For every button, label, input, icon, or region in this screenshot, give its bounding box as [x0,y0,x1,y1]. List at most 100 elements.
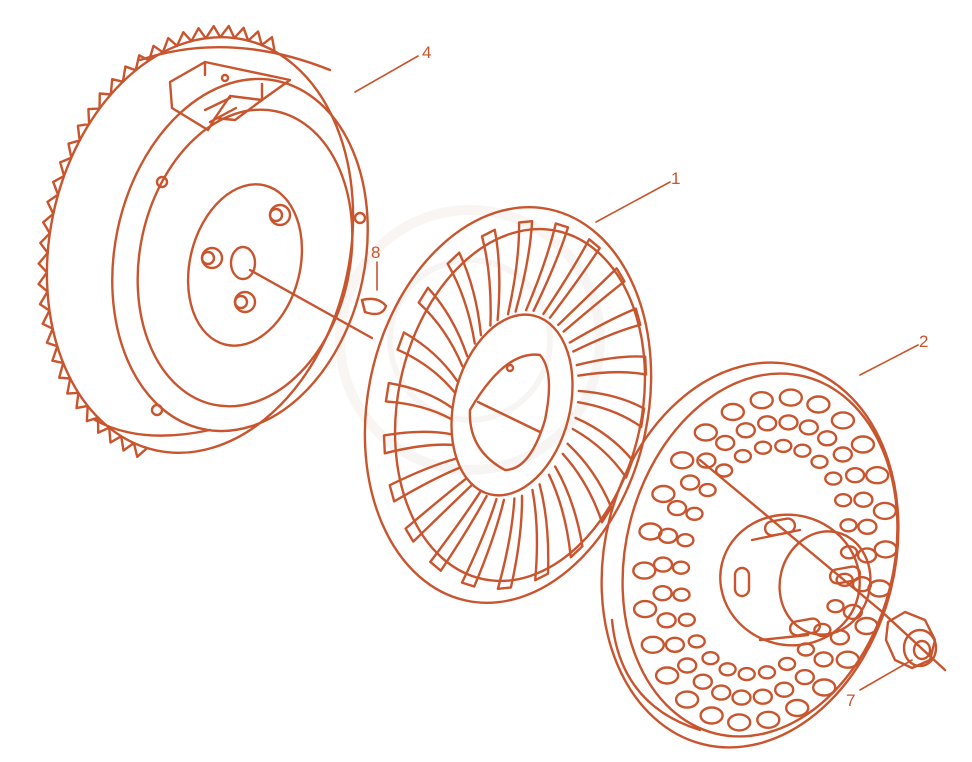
leader-1 [595,181,671,223]
pulley-hole [865,466,890,485]
callout-leaders [354,55,919,691]
pulley-hole [727,713,752,732]
pulley-hole [793,443,812,458]
pulley-hole [777,656,797,672]
pulley-hole [676,533,695,548]
fan-blade [575,355,648,377]
pulley-hole [651,484,676,504]
pulley-cup [719,513,861,647]
callout-1: 1 [671,169,680,188]
fan-blade [576,389,646,429]
fan-blade [561,442,613,524]
pulley-hole [757,665,777,680]
pulley-hole [652,585,673,602]
pulley-hole [834,493,853,508]
fan-blade [524,222,570,312]
pulley-hole [692,673,713,690]
pulley-hole [664,636,686,653]
pulley-hole [830,411,856,430]
fan-blade [404,477,473,543]
pulley-hole [778,414,799,431]
fan-blade [382,430,455,455]
callout-8: 8 [371,243,380,262]
fan-blades [382,220,648,590]
pulley-hole [873,540,898,559]
pulley-hole [687,634,706,649]
leader-7 [859,659,913,691]
pulley-hole [798,419,819,436]
magnet-block [168,60,292,132]
pulley-hole [857,518,878,535]
fan-blade [506,220,534,316]
pulley-hole [677,612,696,627]
leader-2 [859,344,919,376]
pulley-hole [806,395,831,414]
pulley-hole [657,527,679,544]
pulley-hole [652,556,674,573]
pulley-hole [733,448,753,464]
pulley-hole [753,440,773,455]
pulley-hole [693,423,718,442]
leader-4 [354,55,419,93]
gear-teeth [37,24,276,458]
pulley-hole [685,506,704,521]
fan-blade [388,457,462,503]
fan-blade [557,267,626,333]
pulley-hole [853,491,874,508]
pulley-hole [850,435,876,454]
pulley-hole [720,402,745,422]
pulley-hole [844,467,866,484]
pulley-hole [671,560,691,575]
pulley-hole [824,471,843,486]
callout-2: 2 [919,332,928,351]
fan-blade [429,491,488,572]
pulley-hole [701,651,720,666]
callout-4: 4 [422,43,431,62]
pulley-hole [666,499,688,517]
fan-blade [480,228,501,327]
flywheel-hub [186,183,304,347]
fan-blade [568,307,642,353]
pulley-hole [654,666,680,685]
fan-blade [460,498,506,588]
pulley-hole [677,657,698,674]
pulley-hole [832,446,853,463]
pulley-hole [774,438,793,454]
pulley-hole [711,684,732,701]
pulley-hole [679,474,701,491]
pulley-hole [670,451,695,470]
pulley-hole [656,612,677,629]
pulley-holes [632,388,898,732]
pulley-hole [817,430,838,447]
pulley-hole [835,650,860,669]
fan-blade [531,483,550,582]
pulley-hole [785,698,810,718]
fan-blade [396,331,459,394]
pulley-hole [778,388,803,407]
pulley-hole [813,651,834,668]
pulley-hole [872,501,898,521]
pulley-hole [674,690,700,709]
fan-blade [571,416,634,479]
pulley-hole [632,561,657,580]
pulley-hole [699,706,724,725]
pulley-hole [640,635,665,654]
fan-blade [496,494,524,590]
fan-blade [542,238,601,319]
pulley-hole [718,662,737,677]
pulley-hole [731,689,752,706]
flange-nut [878,608,947,672]
pulley-hole [715,434,736,452]
pulley-hole [774,681,795,698]
pulley-hole [696,452,717,469]
pulley-hole [672,587,691,602]
pulley-hole [810,454,829,469]
pulley-hole [632,599,658,619]
fan-blade [417,286,469,368]
pulley-hole [826,599,845,614]
pulley-hole [756,710,781,729]
cooling-fan [363,206,653,604]
callout-7: 7 [846,691,855,710]
pulley-hole [698,482,717,498]
